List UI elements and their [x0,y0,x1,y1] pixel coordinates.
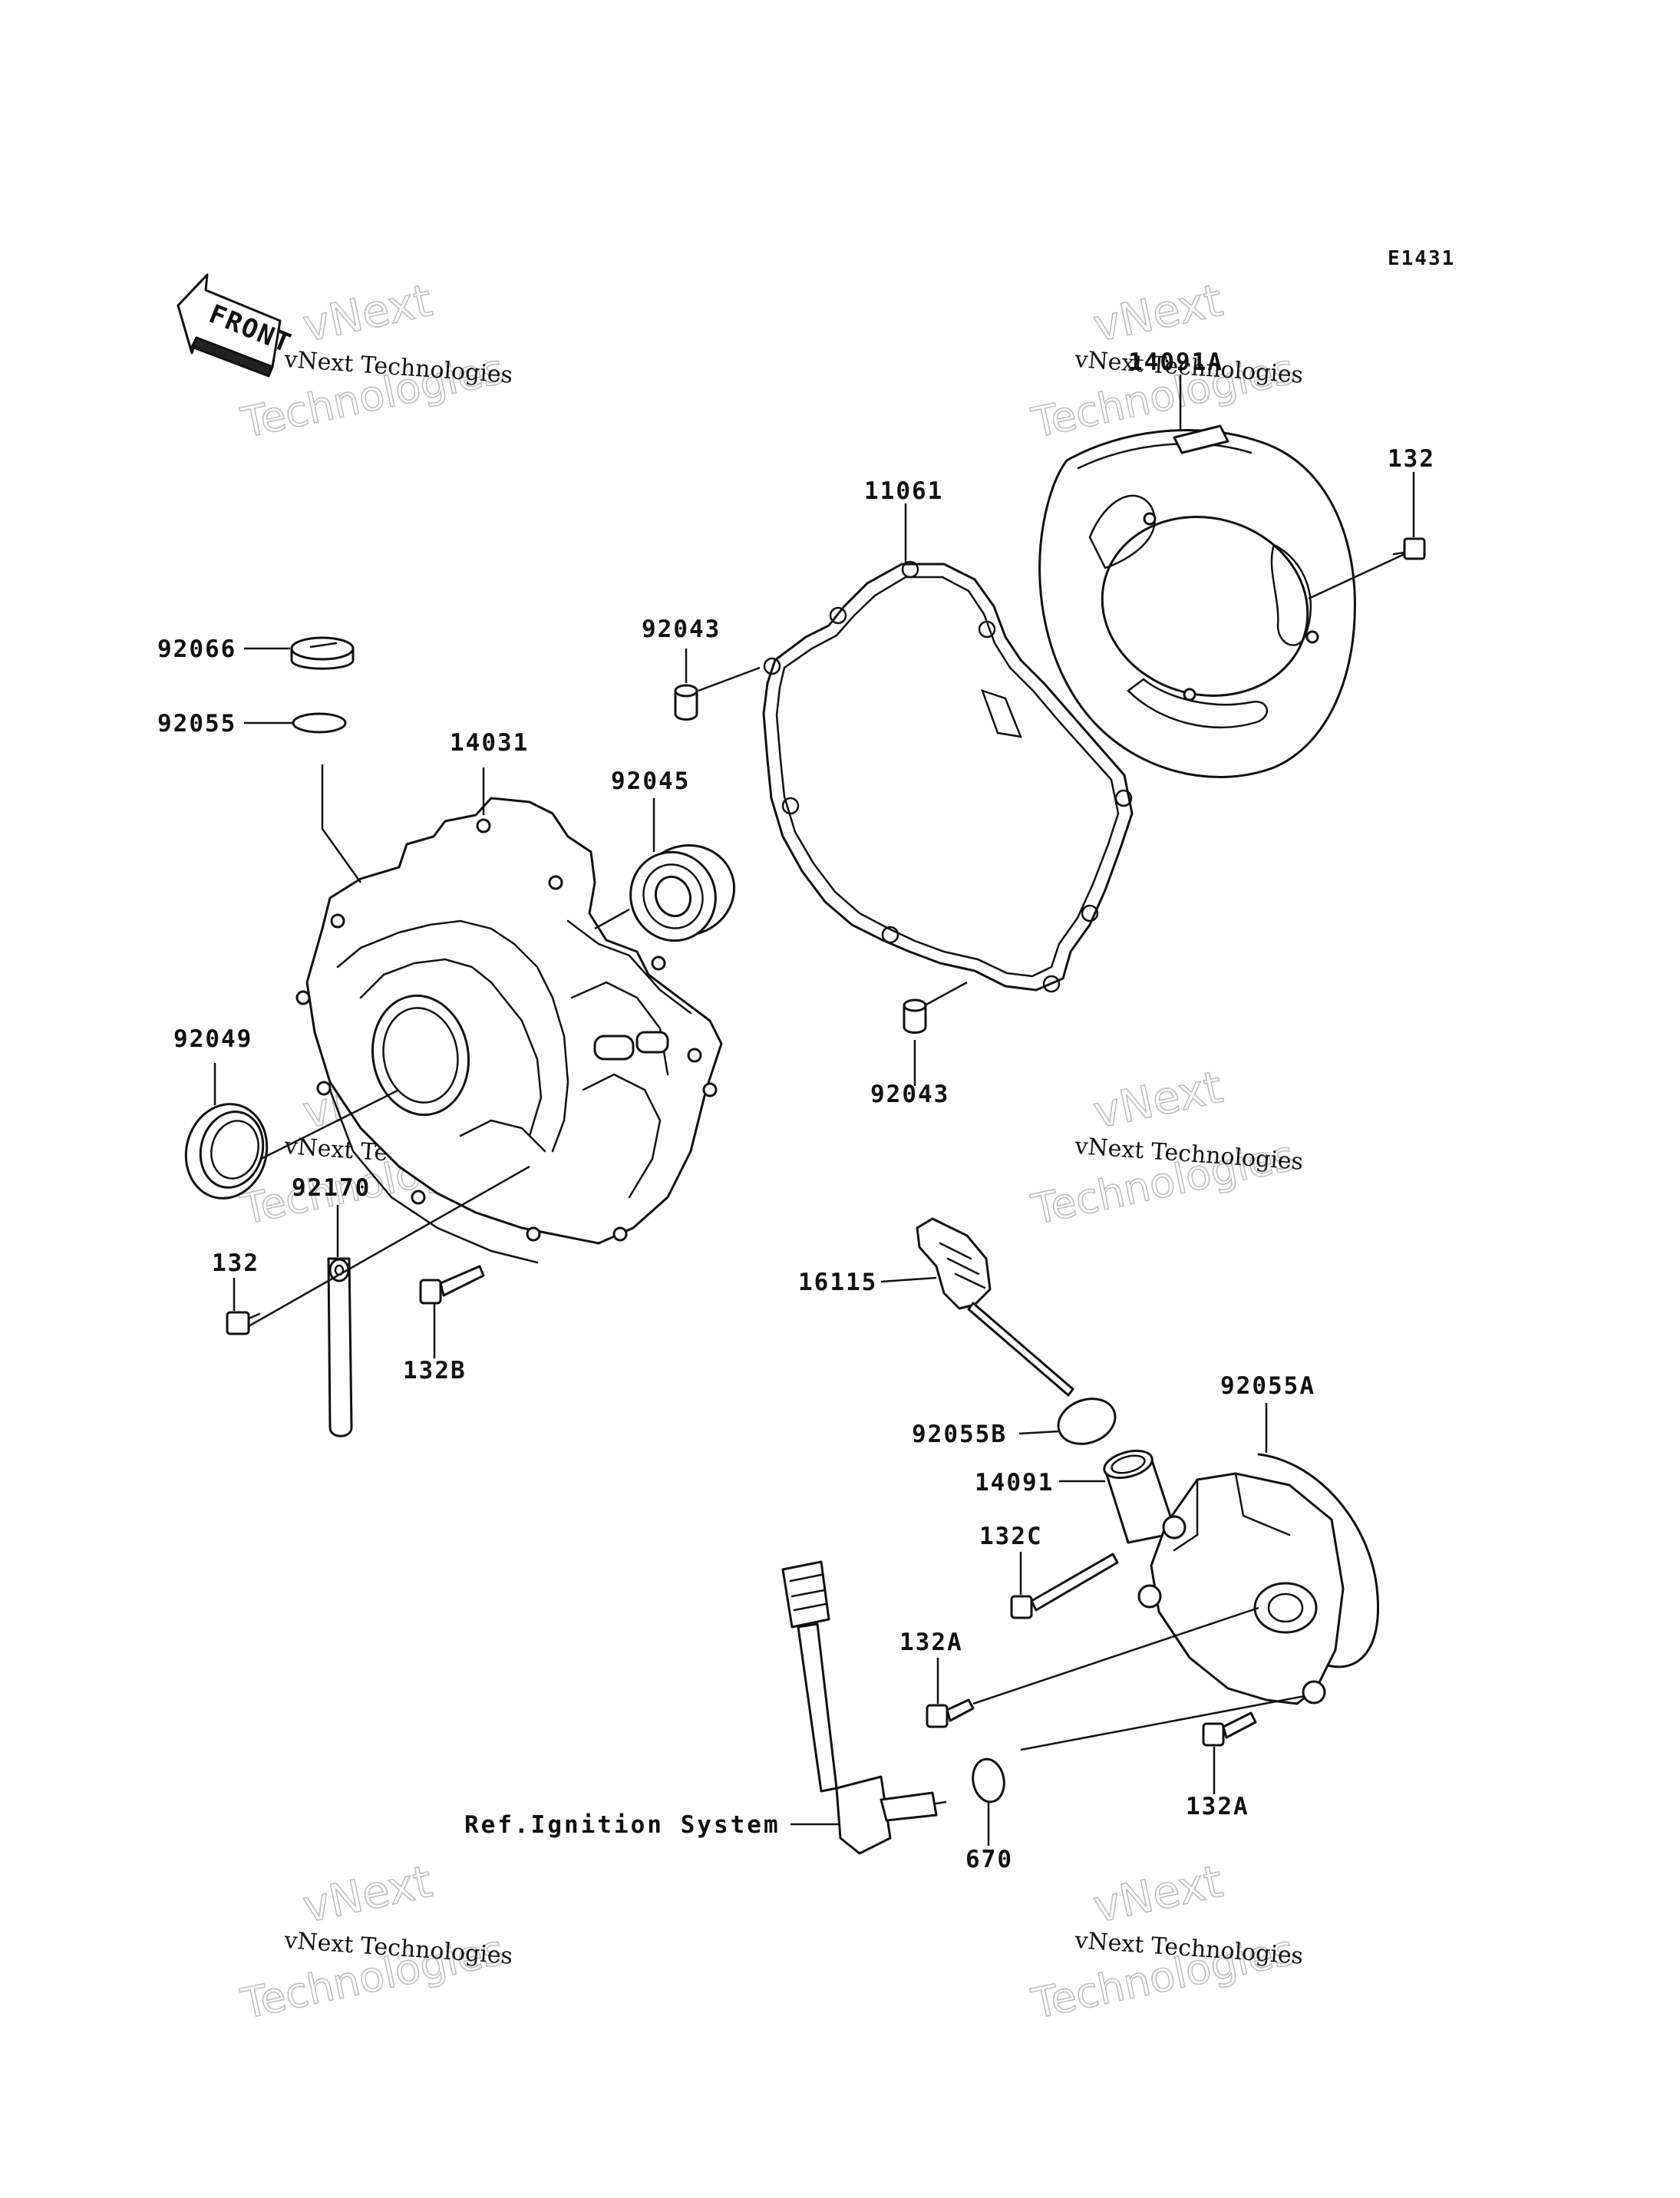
part-14091A-cover-plate [1038,424,1356,778]
label-92043-bottom: 92043 [870,1081,949,1108]
label-670: 670 [965,1846,1013,1873]
label-132B: 132B [403,1357,467,1384]
label-132C: 132C [979,1523,1043,1550]
svg-text:vNext: vNext [299,1855,437,1933]
part-132B-bolt [419,1265,485,1305]
watermark-bottom-right: vNext Technologies vNext Technologies [1027,1854,1304,2028]
part-92043-dowel-bottom [903,998,927,1034]
svg-text:vNext: vNext [299,274,437,352]
watermark-top-left: vNext Technologies vNext Technologies [236,273,513,447]
part-132-bolt-left [226,1311,261,1335]
label-132-top: 132 [1388,445,1435,473]
watermark-bottom-left: vNext Technologies vNext Technologies [236,1854,513,2028]
label-132-left: 132 [212,1249,259,1277]
label-132A-right: 132A [1186,1793,1249,1820]
label-92043-top: 92043 [642,616,721,643]
label-14091A: 14091A [1128,348,1223,376]
label-92055: 92055 [157,710,236,738]
part-14091-filler-neck [1103,1449,1174,1544]
part-92066-plug [290,636,355,670]
label-92055A: 92055A [1220,1372,1315,1400]
svg-text:vNext: vNext [1089,1061,1227,1139]
front-arrow-icon: FRONT [177,273,296,378]
label-132A-left: 132A [899,1629,963,1656]
label-11061: 11061 [864,477,943,505]
label-92055B: 92055B [912,1421,1007,1448]
diagram-code: E1431 [1388,247,1455,270]
part-92055-o-ring [292,712,347,734]
svg-text:vNext: vNext [1089,1855,1227,1933]
svg-text:vNext: vNext [1089,274,1227,352]
part-92055B-o-ring [1057,1398,1117,1445]
part-11061-gasket [762,560,1134,993]
part-92055A-housing-cover [1137,1453,1380,1705]
label-92066: 92066 [157,635,236,663]
label-16115: 16115 [798,1269,877,1296]
part-92049-oil-seal [184,1103,269,1200]
label-92170: 92170 [292,1174,371,1202]
part-132C-bolt [1010,1553,1119,1619]
watermark-mid-right: vNext Technologies vNext Technologies [1027,1060,1304,1234]
part-92043-dowel-top [674,684,698,721]
label-92045: 92045 [611,767,690,795]
part-132A-bolt-right [1202,1711,1257,1747]
part-14031-crankcase-cover [295,797,723,1264]
label-14091: 14091 [975,1469,1054,1497]
part-132A-bolt-left [926,1698,975,1728]
leader-lines [213,375,1415,1846]
part-92170-clamp [327,1257,353,1437]
label-ref-ignition-system: Ref.Ignition System [464,1811,781,1839]
part-670-o-ring [972,1757,1005,1804]
label-14031: 14031 [450,729,529,757]
part-16115-dipstick [916,1217,1074,1397]
ignition-sensor [781,1560,947,1855]
label-92049: 92049 [173,1025,252,1053]
part-132-bolt-top [1392,537,1426,560]
part-92045-bearing [629,844,736,942]
